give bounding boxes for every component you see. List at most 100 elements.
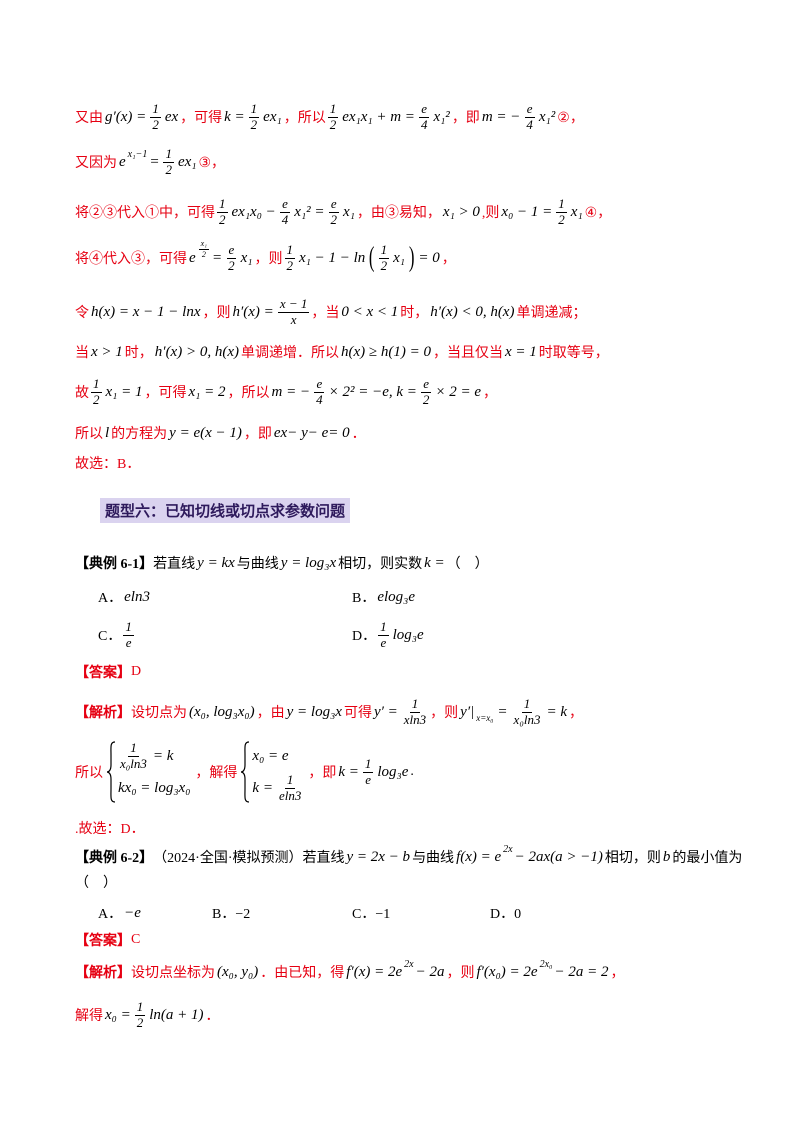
fraction-numerator: 1 <box>91 375 102 393</box>
math-expression: ex₁x₁ + m = <box>342 108 415 125</box>
math-expression: x > 1 <box>91 343 123 360</box>
fraction-denominator: e <box>125 634 132 650</box>
red-text: 单调递减； <box>516 306 587 321</box>
fraction-denominator: xln3 <box>403 711 427 727</box>
red-text: 故 <box>75 386 89 401</box>
fraction-numerator: e <box>524 100 535 118</box>
fraction-numerator: x₁ <box>198 239 210 250</box>
math-expression: ex <box>164 108 179 125</box>
fraction-denominator: 2 <box>329 116 337 132</box>
red-text: 当 <box>75 346 89 361</box>
math-expression: log₃e <box>377 763 409 780</box>
math-expression: x₁ <box>343 203 355 220</box>
fraction-denominator: 2 <box>422 391 430 407</box>
fraction-denominator: 4 <box>526 116 533 132</box>
text: （ ） <box>446 557 489 572</box>
math-expression: = <box>497 703 508 720</box>
fraction-numerator: 1 <box>378 241 390 259</box>
fraction-denominator: 4 <box>420 116 428 132</box>
example-6-2-option-a: A．−e <box>98 893 143 933</box>
fraction-denominator: 4 <box>281 211 289 227</box>
red-text: ，可得 <box>144 386 187 401</box>
red-text: ，即 <box>308 766 337 781</box>
fraction-numerator: 1 <box>134 998 146 1016</box>
red-text: ， <box>483 386 498 401</box>
fraction-denominator: 2 <box>250 116 258 132</box>
math-expression: (x₀, log₃x₀) <box>189 703 255 720</box>
fraction-numerator: e <box>280 195 290 213</box>
text: . <box>410 764 414 779</box>
red-text: 将②③代入①中，可得 <box>75 206 215 221</box>
red-text: ，解得 <box>195 766 238 781</box>
math-expression: y = 2x − b <box>346 848 411 865</box>
fraction-denominator: 2 <box>558 211 565 227</box>
math-expression: = k <box>152 747 174 764</box>
math-expression: x₀ = e <box>252 747 289 764</box>
fraction-denominator: eln3 <box>278 787 302 803</box>
math-expression: ex− y− e= 0 <box>273 424 350 441</box>
math-expression: f(x) = e <box>456 848 502 865</box>
example-6-1-option-b: B．elog₃e <box>352 577 417 617</box>
fraction-denominator: x₀ln3 <box>513 711 541 727</box>
fraction-numerator: x − 1 <box>277 295 310 313</box>
fraction-denominator: 2 <box>219 211 226 227</box>
math-expression: (x₀, y₀) <box>217 963 259 980</box>
superscript: 2x₀ <box>539 958 553 970</box>
math-expression: y = log₃x <box>280 554 337 571</box>
text: 的最小值为 <box>672 851 743 866</box>
equation-row: kx₀ = log₃x₀ <box>116 772 192 804</box>
text: C．−1 <box>352 907 391 922</box>
red-text: C <box>131 932 141 947</box>
red-text: ，则 <box>430 706 459 721</box>
fraction-denominator: 2 <box>165 161 172 177</box>
math-expression: ex₁x₀ − <box>231 203 276 220</box>
red-text: 设切点为 <box>131 706 187 721</box>
math-expression: log₃e <box>392 626 424 643</box>
red-text: ，则 <box>254 252 283 267</box>
fraction-numerator: e <box>314 375 325 393</box>
fraction-numerator: 1 <box>248 100 260 118</box>
math-expression: h′(x) < 0, h(x) <box>430 303 515 320</box>
math-expression: ex₁ <box>177 153 197 170</box>
math-expression: x₁ <box>393 249 406 266</box>
math-expression: 0 < x < 1 <box>341 303 399 320</box>
math-expression: x = 1 <box>504 343 537 360</box>
math-expression: k = <box>424 554 445 571</box>
example-6-2-option-d: D．0 <box>490 893 521 933</box>
red-text: 将④代入③，可得 <box>75 252 187 267</box>
bold-label: 【典例 6-2】 <box>75 851 154 866</box>
example-6-2-question-line-2: （ ） <box>75 862 117 902</box>
red-text: ,则 <box>481 206 500 221</box>
fraction-numerator: 1 <box>123 618 134 636</box>
math-expression: h′(x) > 0, h(x) <box>154 343 239 360</box>
red-text: ，即 <box>243 427 272 442</box>
math-expression: x₀ − 1 = <box>501 203 553 220</box>
fraction-numerator: e <box>421 375 432 393</box>
red-label: 【答案】 <box>75 934 131 949</box>
red-text: ，即 <box>451 111 480 126</box>
fraction-denominator: x₀ln3 <box>120 755 147 771</box>
superscript: 2x <box>404 958 414 970</box>
text: 相切，则实数 <box>338 557 423 572</box>
red-text: 时， <box>400 306 429 321</box>
red-text: ，所以 <box>227 386 270 401</box>
fraction-denominator: e <box>380 634 387 650</box>
